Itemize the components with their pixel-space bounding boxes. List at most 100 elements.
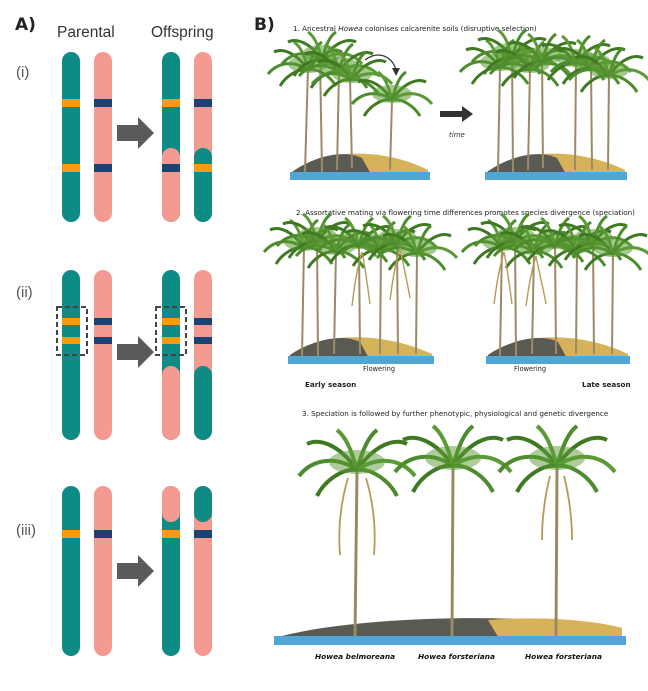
crossover-segment-teal [194,366,212,440]
dark-soil [487,154,567,176]
chromosome-pair-iii-offspring [162,486,212,656]
island-step2-late [460,212,648,364]
flowering-label-left: Flowering [363,365,396,373]
marker-navy [194,337,212,344]
marker-navy [94,318,112,325]
chromosome-pair-iii-parental [62,486,112,656]
palm-trunk [554,243,557,355]
marker-orange [62,337,80,344]
linked-block-box [56,306,88,356]
crossover-segment-pink [162,486,180,522]
palm-trunk [349,77,353,169]
palm-trunk [607,73,610,171]
row-label-ii: (ii) [16,284,33,301]
palm-trunk [574,61,577,171]
offspring-heading: Offspring [151,24,214,41]
chromosome-pair-ii-parental [56,270,112,440]
arrow-iii [117,555,154,587]
water [290,172,430,180]
panel-a-letter: A) [15,15,36,35]
palm-trunk [527,67,531,171]
palm-trunk [379,247,382,355]
step2-caption: 2. Assortative mating via flowering time… [296,208,635,217]
palm-trunk [497,65,501,173]
chromosome-pair-ii-offspring [155,270,212,440]
marker-navy [94,530,112,538]
flower-spikes [351,251,371,307]
dispersal-arrow-head [392,68,400,76]
chromosome-pink [94,270,112,440]
chromosome-recombinant [162,486,180,656]
palm-trunk [333,249,337,355]
step1-genus: Howea [338,24,363,33]
chromosome-pair-i-parental [62,52,112,222]
chromosome-teal [62,486,80,656]
marker-navy [94,99,112,107]
dispersal-arrow-curve [364,54,397,71]
panel-b-letter: B) [254,15,275,35]
species-label-belmoreana: Howea belmoreana [315,652,396,661]
palm-trunk [541,59,544,169]
species-label-forsteriana-2: Howea forsteriana [525,652,602,661]
flower-spikes [525,255,547,307]
parental-heading: Parental [57,24,115,41]
water [274,636,626,645]
marker-navy [162,164,180,172]
early-season-label: Early season [305,380,357,389]
species-label-forsteriana-1: Howea forsteriana [418,652,495,661]
marker-orange [62,530,80,538]
row-label-i: (i) [16,64,30,81]
marker-orange [62,318,80,325]
marker-orange [194,164,212,172]
row-label-iii: (iii) [16,522,36,539]
marker-navy [94,337,112,344]
marker-orange [62,164,80,172]
palm-trunk-forsteriana-1 [450,467,455,637]
flower-spikes [493,251,513,305]
palm-trunk [389,99,393,171]
step1-suffix: colonises calcarenite soils (disruptive … [362,24,537,33]
island-step2-early [262,212,459,364]
palm-trunk [304,67,309,173]
marker-navy [194,318,212,325]
palm-trunk [301,245,305,357]
palm-trunk-forsteriana-2 [554,467,559,637]
marker-navy [94,164,112,172]
dark-soil [290,338,370,360]
water [288,356,434,364]
palm-trunk [415,251,418,355]
palm-trunk [336,69,340,171]
marker-navy [194,99,212,107]
linked-block-box [155,306,187,356]
palm-trunk-belmoreana [353,469,359,637]
chromosome-pink [94,486,112,656]
marker-orange [62,99,80,107]
step1-prefix: 1. Ancestral [293,24,339,33]
time-label: time [449,131,465,139]
step1-caption: 1. Ancestral Howea colonises calcarenite… [293,24,537,33]
palm-trunk [590,65,593,171]
marker-orange [162,530,180,538]
water [485,172,627,180]
flower-spikes-forsteriana [541,475,573,541]
chromosome-pair-i-offspring [162,52,212,222]
late-season-label: Late season [582,380,631,389]
chromosome-teal [62,52,80,222]
marker-orange [162,99,180,107]
flower-spikes [389,247,411,301]
flowering-label-right: Flowering [514,365,547,373]
marker-navy [194,530,212,538]
chromosome-teal [62,270,80,440]
island-step3 [274,424,626,645]
dark-soil [488,338,568,360]
arrow-i [117,117,154,149]
flower-spikes-belmoreana [338,477,376,556]
island-step1-left [266,30,434,180]
palm-trunk [499,245,503,357]
chromosome-pink [94,52,112,222]
palm-trunk [611,251,614,355]
marker-orange [162,337,180,344]
marker-orange [162,318,180,325]
